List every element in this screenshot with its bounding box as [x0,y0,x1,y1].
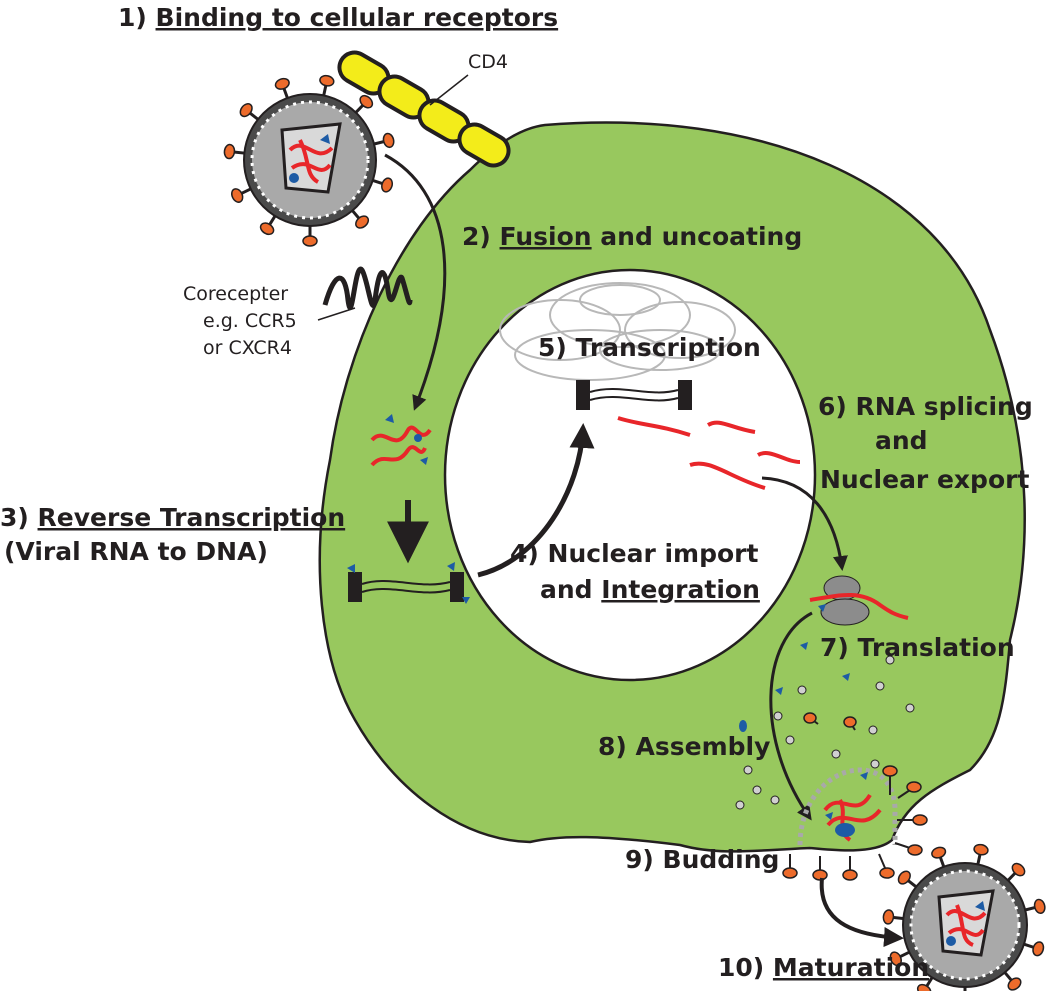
chromatin [499,282,736,381]
step-6-label-line2: and [875,426,928,455]
transcribed-rna [617,416,801,490]
step-8-label: 8) Assembly [598,732,770,761]
step-10-label: 10) Maturation [718,953,929,982]
cd4-receptor-icon [337,50,511,168]
step-4-label-line1: 4) Nuclear import [510,539,759,568]
step-4-label-line2: and Integration [540,575,760,604]
coreceptor-label-2: e.g. CCR5 [203,310,297,332]
step-6-label-line1: 6) RNA splicing [818,392,1033,421]
budding-virion [782,765,928,881]
step-5-label: 5) Transcription [538,333,761,362]
coreceptor-icon [322,266,413,311]
step-3-sublabel: (Viral RNA to DNA) [4,537,268,566]
step-7-label: 7) Translation [820,633,1015,662]
integrated-provirus [576,380,692,410]
step-9-label: 9) Budding [625,845,779,874]
ribosome-icon [809,575,909,626]
coreceptor-label-1: Corecepter [183,283,288,305]
proviral-dna-icon [347,562,470,604]
step-1-label: 1) Binding to cellular receptors [118,3,558,32]
mature-virion-icon [881,842,1048,991]
viral-proteins [735,642,915,810]
step-6-label-line3: Nuclear export [820,465,1029,494]
uncoated-viral-rna [370,414,432,467]
cd4-label: CD4 [468,51,508,73]
hiv-virion-icon [222,73,396,247]
coreceptor-label-3: or CXCR4 [203,337,292,359]
step-3-label: 3) Reverse Transcription [0,503,345,532]
step-2-label: 2) Fusion and uncoating [462,222,802,251]
